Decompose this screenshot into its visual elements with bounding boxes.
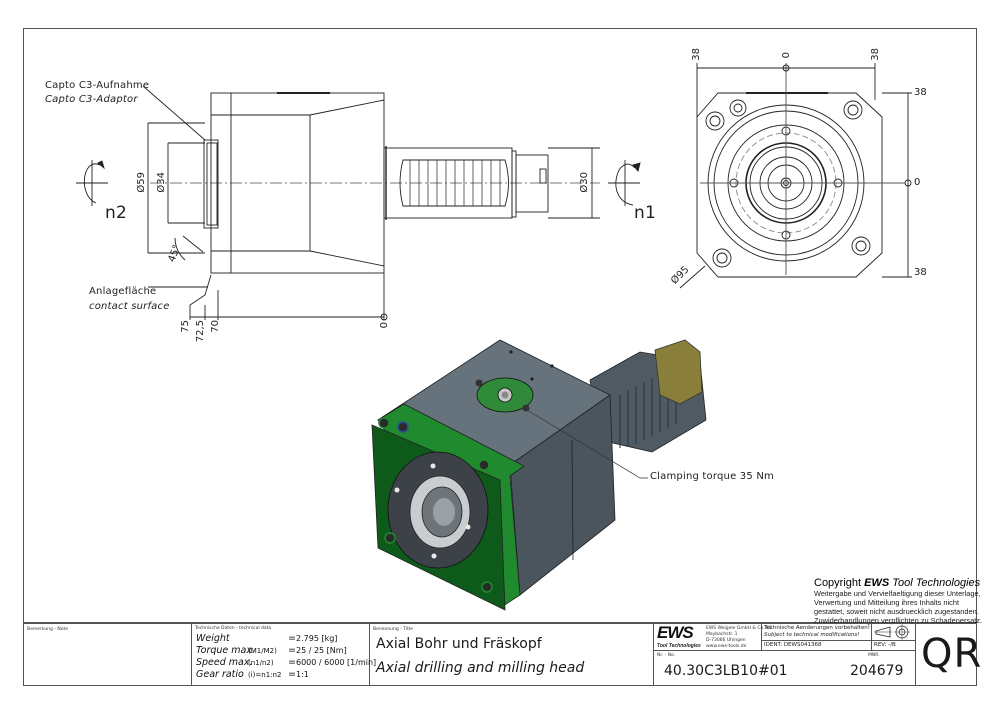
contact-label-de: Anlagefläche — [89, 286, 157, 297]
capto-adaptor — [203, 139, 219, 229]
dim-d59: Ø59 — [136, 172, 147, 193]
iso-view — [371, 339, 707, 611]
nr-value: 40.30C3LB10#01 — [664, 663, 788, 679]
bolt-holes — [705, 99, 871, 268]
clamping-torque-callout: Clamping torque 35 Nm — [650, 471, 774, 482]
dim-right-bottom: 38 — [914, 267, 927, 278]
dim-d30: Ø30 — [579, 172, 590, 193]
title-block: Bemerkung - Note Technische Daten - tech… — [23, 623, 981, 686]
tech-eq: = — [288, 669, 296, 680]
title-label: Benennung - Title — [373, 627, 413, 632]
company-cell: EWS Tool Technologies EWS Weigele GmbH &… — [654, 623, 772, 651]
tech-value: 6000 / 6000 [1/min] — [296, 658, 377, 667]
dim-top-right: 38 — [870, 48, 881, 61]
number-cell: Nr. - No. 40.30C3LB10#01 MNR. 204679 — [654, 651, 916, 686]
company-line: D-73066 Uhingen — [706, 638, 746, 643]
contact-label-en: contact surface — [89, 301, 170, 312]
tech-eq: = — [288, 645, 296, 656]
company-line: www.ews-tools.de — [706, 644, 747, 649]
technical-data-cell: Technische Daten - technical data Weight… — [192, 624, 376, 685]
copyright-notice: Copyright EWS Tool Technologies Weiterga… — [814, 577, 984, 625]
projection-symbol-icon — [874, 624, 910, 640]
dim-d34: Ø34 — [156, 172, 167, 193]
ident-value: DEWS041368 — [783, 642, 822, 648]
changes-cell: Technische Aenderungen vorbehalten! Subj… — [762, 624, 872, 651]
tech-eq: = — [288, 657, 296, 668]
tech-name: Weight — [196, 633, 230, 644]
tech-param: (i)=n1:n2 — [248, 671, 282, 679]
ews-logo: EWS — [657, 623, 694, 642]
copyright-line: Verwertung und Mitteilung ihres Inhalts … — [814, 598, 960, 607]
note-cell: Bemerkung - Note — [24, 624, 192, 685]
rev-value: -/B — [888, 642, 896, 648]
tech-row-speed: Speed max.(n1/n2) =6000 / 6000 [1/min] — [196, 657, 376, 669]
tech-row-gear: Gear ratio (i)=n1:n2 =1:1 — [196, 669, 309, 681]
ews-logo-sub: Tool Technologies — [657, 643, 701, 649]
mnr-label: MNR. — [868, 653, 880, 658]
changes-en: Subject to technical modifications! — [764, 632, 860, 638]
nr-label: Nr. - No. — [657, 653, 676, 658]
copyright-line: Zuwiderhandlungen verpflichten zu Schade… — [814, 616, 983, 625]
dim-72-5: 72,5 — [195, 320, 206, 343]
ident: IDENT: DEWS041368 — [764, 642, 821, 649]
changes-de: Technische Aenderungen vorbehalten! — [764, 625, 870, 631]
title-cell: Benennung - Title Axial Bohr und Fräskop… — [370, 624, 654, 685]
adapter-label-en: Capto C3-Adaptor — [45, 94, 138, 105]
dim-70: 70 — [210, 320, 221, 333]
dim-75: 75 — [180, 320, 191, 333]
tech-name: Gear ratio — [196, 669, 244, 680]
drawing-frame — [23, 28, 977, 623]
iso-collar — [654, 339, 703, 405]
tech-param: (M1/M2) — [248, 647, 277, 655]
copyright-suffix: Tool Technologies — [889, 577, 981, 589]
tech-param: (n1/n2) — [248, 659, 274, 667]
dim-top-left: 38 — [691, 48, 702, 61]
ident-label: IDENT: — [764, 642, 783, 648]
front-view — [679, 63, 912, 289]
tech-value: 2.795 [kg] — [296, 634, 338, 643]
rev: REV: -/B — [874, 642, 896, 649]
tech-eq: = — [288, 633, 296, 644]
dim-right-top: 38 — [914, 87, 927, 98]
mnr-value: 204679 — [850, 663, 904, 679]
tech-value: 25 / 25 [Nm] — [296, 646, 347, 655]
tech-data-label: Technische Daten - technical data — [195, 626, 272, 631]
rotation-n2-icon — [76, 160, 108, 206]
tech-name: Torque max. — [196, 645, 255, 656]
tech-row-weight: Weight =2.795 [kg] — [196, 633, 337, 644]
dim-top-center: 0 — [781, 52, 792, 59]
rotation-n2-label: n2 — [105, 203, 127, 223]
rotation-n1-icon — [608, 160, 641, 206]
projection-cell: REV: -/B — [872, 624, 916, 651]
copyright-brand: EWS — [864, 577, 890, 589]
tech-name: Speed max. — [196, 657, 253, 668]
drawing-code: QR — [921, 631, 983, 677]
side-view — [76, 85, 641, 321]
copyright-line: Weitergabe und Vervielfaeltigung dieser … — [814, 589, 981, 598]
title-en: Axial drilling and milling head — [376, 660, 585, 676]
company-line: Maybachstr. 1 — [706, 632, 738, 637]
copyright-line: gestattet, soweit nicht ausdruecklich zu… — [814, 607, 979, 616]
spindle-collar — [515, 154, 549, 213]
dim-0: 0 — [379, 322, 390, 329]
dim-right-center: 0 — [914, 177, 921, 188]
rotation-n1-label: n1 — [634, 203, 656, 223]
shank-serration — [399, 159, 509, 207]
title-de: Axial Bohr und Fräskopf — [376, 636, 542, 652]
tech-value: 1:1 — [296, 670, 309, 679]
company-line: EWS Weigele GmbH & Co. KG — [706, 626, 773, 631]
front-housing — [696, 92, 883, 278]
note-label: Bemerkung - Note — [27, 627, 69, 632]
rev-label: REV: — [874, 642, 887, 648]
copyright-prefix: Copyright — [814, 577, 865, 589]
adapter-label-de: Capto C3-Aufnahme — [45, 80, 150, 91]
tech-row-torque: Torque max.(M1/M2) =25 / 25 [Nm] — [196, 645, 347, 657]
